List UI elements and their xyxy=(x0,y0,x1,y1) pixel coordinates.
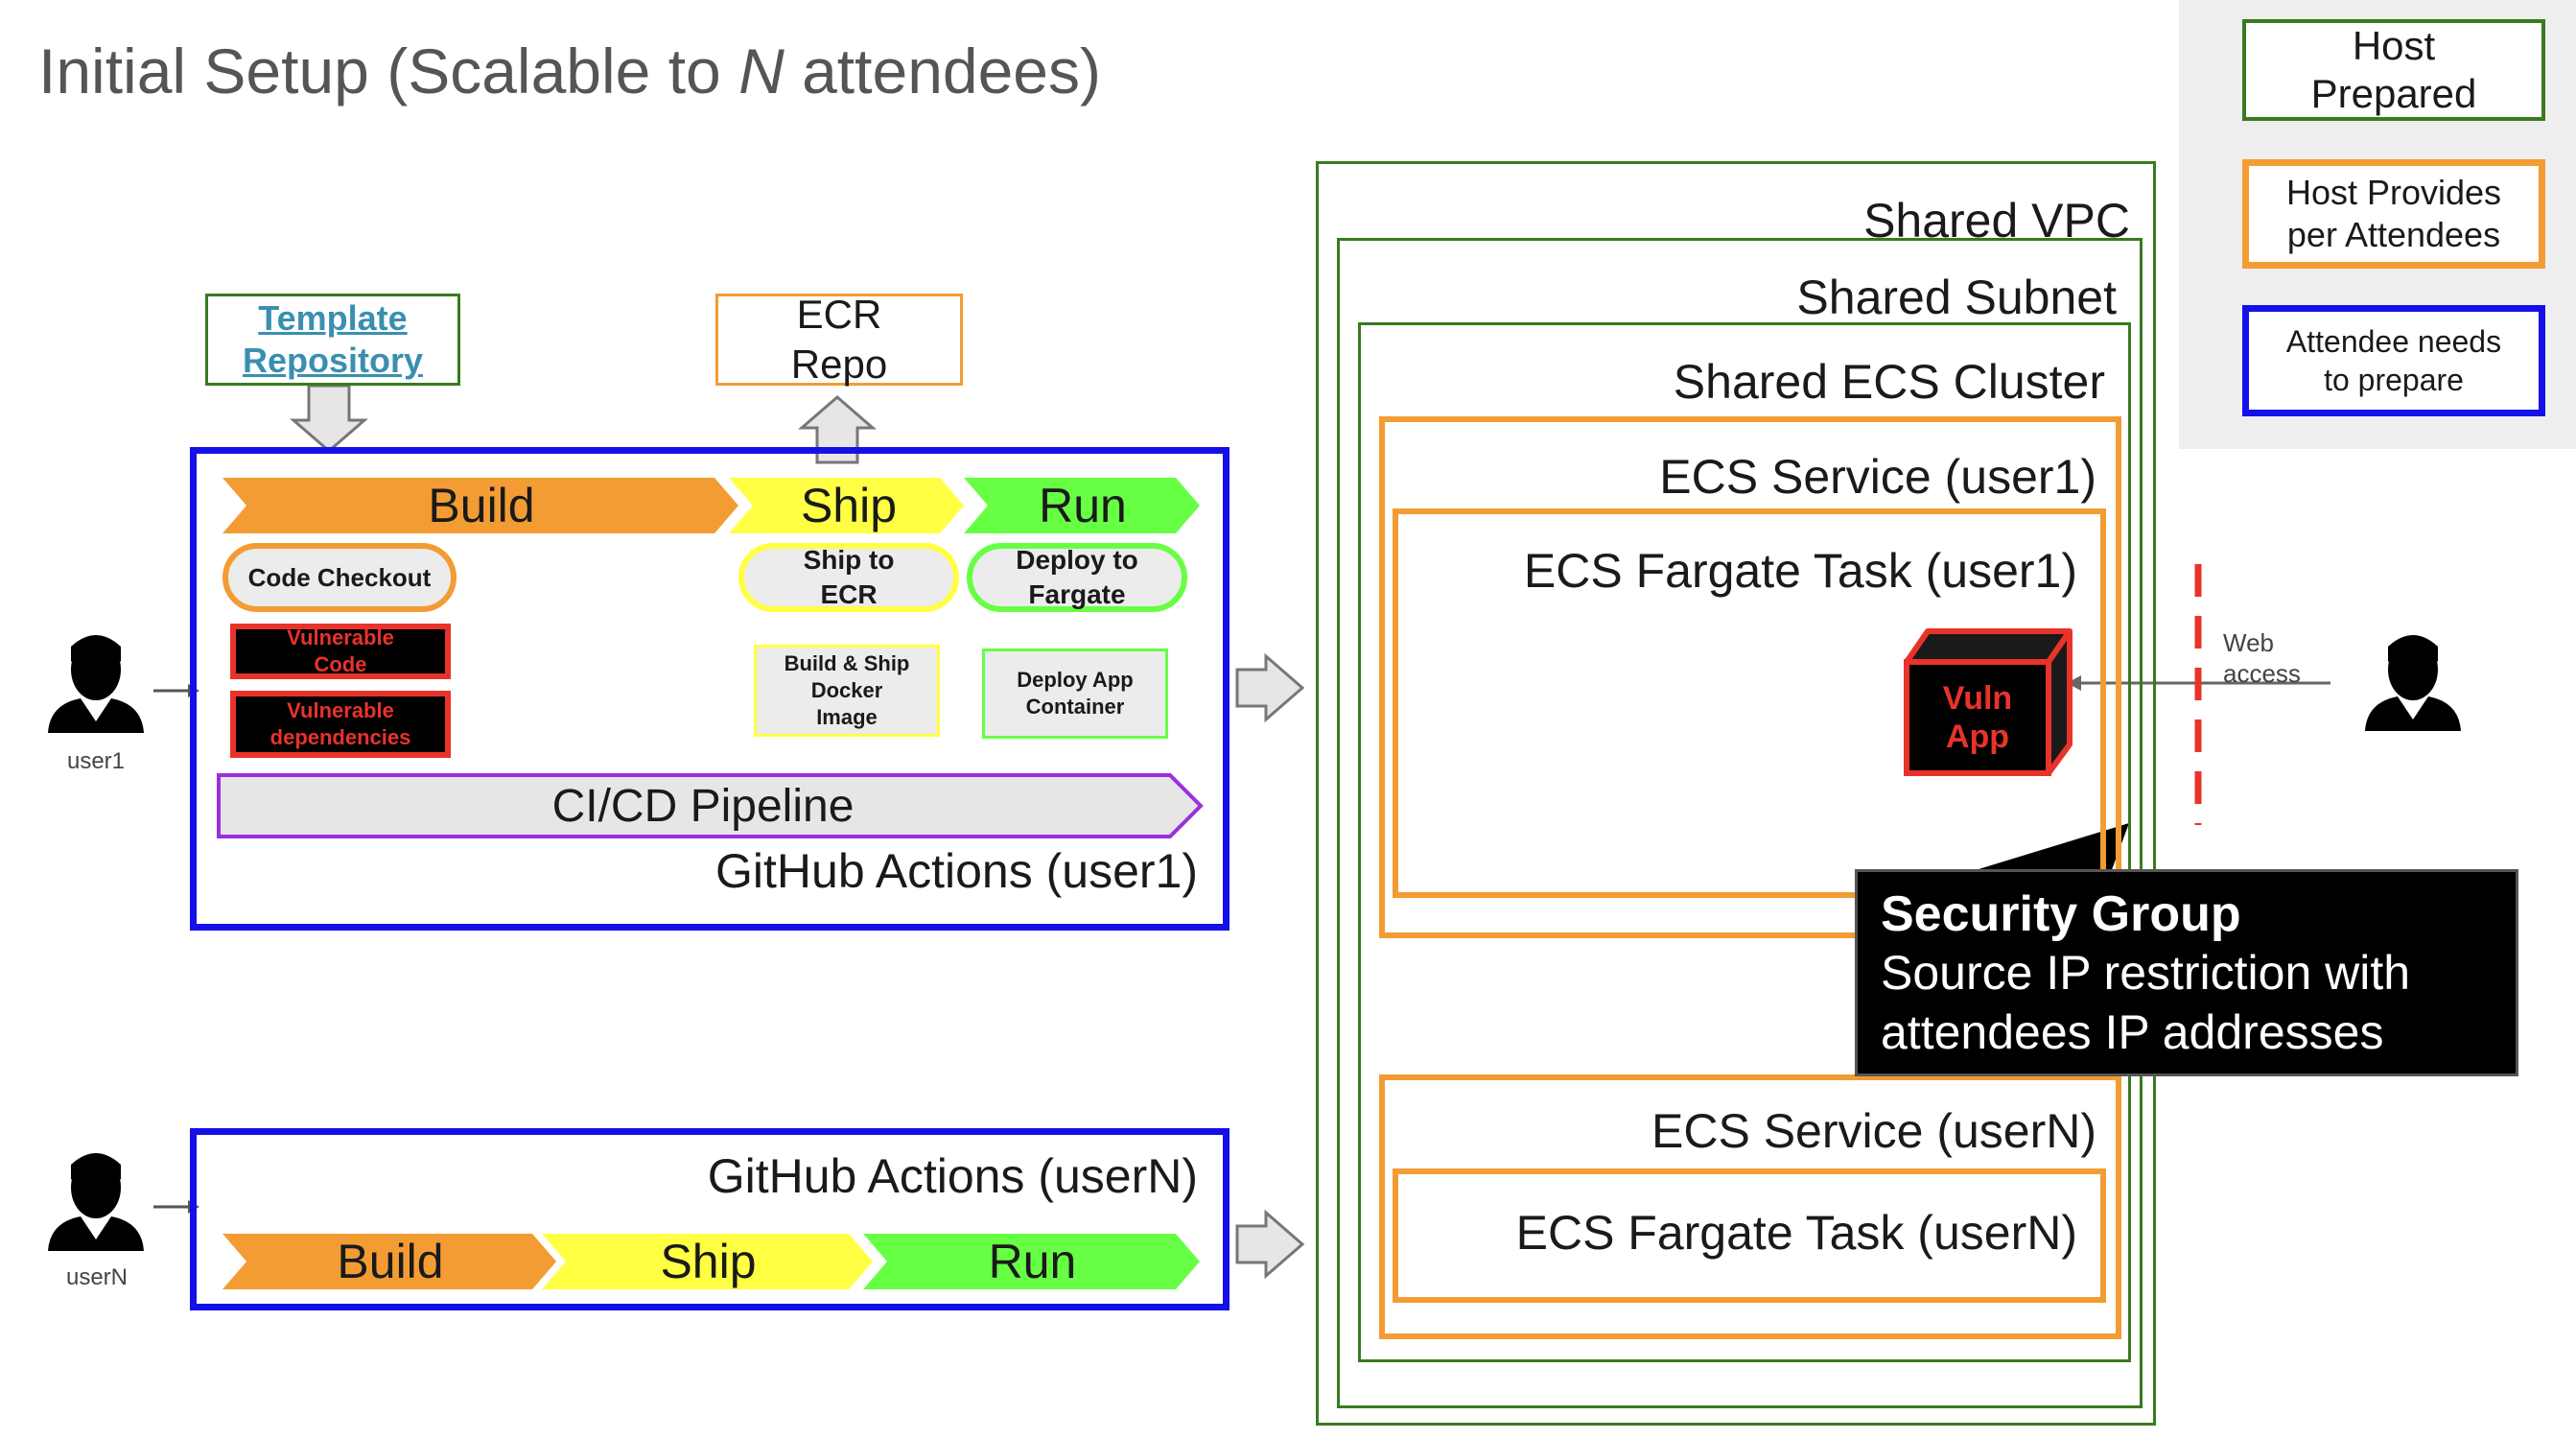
ship-chevron xyxy=(729,478,964,533)
usern-avatar-icon xyxy=(48,1153,144,1251)
shared-subnet-label: Shared Subnet xyxy=(1796,271,2117,324)
user1-label: user1 xyxy=(66,748,126,774)
ecs-service-user1: ECS Service (user1) xyxy=(1379,416,2121,938)
build-chevron xyxy=(222,478,738,533)
build-stage-label: Build xyxy=(428,479,535,532)
ship-to-ecr-step: Ship to ECR xyxy=(738,543,959,612)
deploy-container-note: Deploy App Container xyxy=(982,649,1168,739)
github-actions-user1: GitHub Actions (user1) xyxy=(190,447,1229,931)
template-repository-link[interactable]: Template Repository xyxy=(242,298,424,380)
attacker-avatar-icon xyxy=(2365,635,2461,731)
page-title: Initial Setup (Scalable to N attendees) xyxy=(38,35,1101,106)
run-stage-label-n: Run xyxy=(988,1235,1077,1288)
web-arrow-icon xyxy=(2067,675,2081,691)
ecs-task-user1-label: ECS Fargate Task (user1) xyxy=(1523,544,2077,598)
ecr-repo-box: ECR Repo xyxy=(715,292,963,387)
vuln-app-label: Vuln App xyxy=(1942,680,2013,755)
ship-stage-label: Ship xyxy=(800,479,898,532)
security-group-title: Security Group xyxy=(1881,886,2241,942)
ecs-service-user1-label: ECS Service (user1) xyxy=(1659,450,2096,504)
code-checkout-step: Code Checkout xyxy=(222,543,457,612)
ecs-task-userN-label: ECS Fargate Task (userN) xyxy=(1515,1206,2077,1260)
user-avatar-icon xyxy=(48,635,144,733)
ecs-task-userN: ECS Fargate Task (userN) xyxy=(1393,1168,2106,1303)
run-chevron-n xyxy=(863,1234,1200,1289)
ecs-task-user1: ECS Fargate Task (user1) xyxy=(1393,508,2106,898)
shared-subnet: Shared Subnet xyxy=(1337,238,2143,1408)
cicd-arrow xyxy=(217,773,1204,838)
right-arrow-icon xyxy=(1235,1209,1305,1280)
right-arrow-icon xyxy=(1235,652,1305,723)
shared-ecs-cluster-label: Shared ECS Cluster xyxy=(1673,355,2105,409)
vuln-app-cube-icon xyxy=(1904,628,2073,776)
legend-attendee-needs: Attendee needs to prepare xyxy=(2242,305,2545,416)
build-stage-label-n: Build xyxy=(337,1235,444,1288)
ecs-service-userN-label: ECS Service (userN) xyxy=(1651,1104,2096,1158)
ship-stage-label-n: Ship xyxy=(660,1235,757,1288)
deploy-to-fargate-step: Deploy to Fargate xyxy=(967,543,1187,612)
build-ship-image-note: Build & Ship Docker Image xyxy=(754,645,940,737)
ship-chevron-n xyxy=(542,1234,873,1289)
userN-label: userN xyxy=(65,1264,129,1290)
github-actions-userN-label: GitHub Actions (userN) xyxy=(707,1149,1198,1203)
run-stage-label: Run xyxy=(1039,479,1127,532)
run-chevron xyxy=(964,478,1200,533)
security-group-callout: Security Group Source IP restriction wit… xyxy=(1855,869,2518,1076)
github-actions-user1-label: GitHub Actions (user1) xyxy=(715,844,1198,898)
callout-pointer xyxy=(1966,823,2129,875)
shared-ecs-cluster: Shared ECS Cluster xyxy=(1358,322,2131,1362)
down-arrow-icon xyxy=(289,384,369,453)
cicd-pipeline-label: CI/CD Pipeline xyxy=(551,780,855,832)
github-actions-userN: GitHub Actions (userN) xyxy=(190,1128,1229,1310)
web-access-label: Web access xyxy=(2223,628,2301,688)
up-arrow-icon xyxy=(797,395,878,464)
template-repository-box: Template Repository xyxy=(205,294,460,386)
security-group-description: Source IP restriction with attendees IP … xyxy=(1881,946,2411,1059)
legend-host-prepared: Host Prepared xyxy=(2242,19,2545,121)
vulnerable-code-box: Vulnerable Code xyxy=(230,624,451,679)
vulnerable-dependencies-box: Vulnerable dependencies xyxy=(230,691,451,758)
build-chevron-n xyxy=(222,1234,556,1289)
legend-host-provides: Host Provides per Attendees xyxy=(2242,159,2545,269)
ecs-service-userN: ECS Service (userN) xyxy=(1379,1074,2121,1339)
